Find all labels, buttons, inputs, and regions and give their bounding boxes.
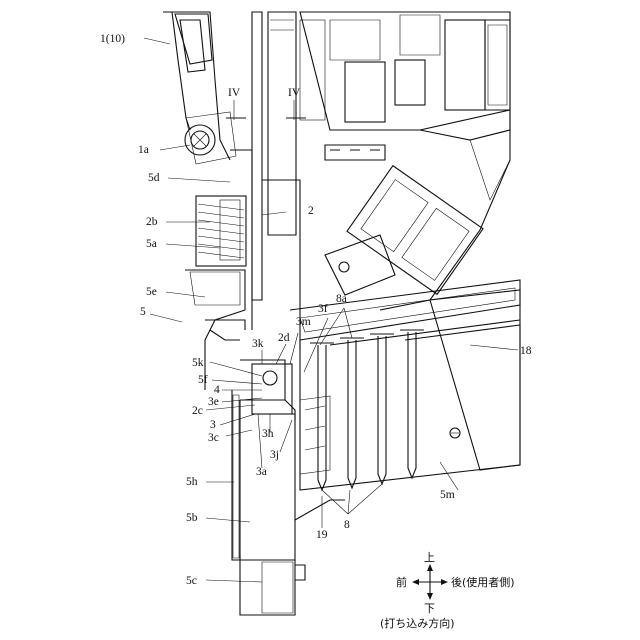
label-8: 8 (344, 519, 350, 531)
label-5f: 5f (198, 374, 208, 386)
label-3f: 3f (318, 303, 328, 315)
label-1-10: 1(10) (100, 33, 125, 45)
spring-2b (196, 196, 246, 266)
direction-legend: 上 前 後(使用者側) 下 (打ち込み方向) (380, 551, 515, 630)
label-5m: 5m (440, 489, 455, 501)
label-IV-left: IV (228, 87, 241, 99)
label-2c: 2c (192, 405, 203, 417)
label-3h: 3h (262, 428, 274, 440)
label-18: 18 (520, 345, 532, 357)
legend-back: 後(使用者側) (451, 575, 515, 589)
label-IV-right: IV (288, 87, 301, 99)
label-4: 4 (214, 384, 220, 396)
label-8a: 8a (336, 293, 347, 305)
housing-body (163, 12, 510, 310)
label-5d: 5d (148, 172, 160, 184)
label-2d: 2d (278, 332, 290, 344)
label-3k: 3k (252, 338, 264, 350)
label-5h: 5h (186, 476, 198, 488)
label-3a: 3a (256, 466, 267, 478)
label-3c: 3c (208, 432, 219, 444)
legend-up: 上 (424, 551, 435, 564)
legend-front: 前 (396, 575, 407, 589)
label-2: 2 (308, 205, 314, 217)
lower-nose-5c (240, 555, 305, 615)
label-3e: 3e (208, 396, 219, 408)
label-2b: 2b (146, 216, 158, 228)
legend-down: 下 (424, 602, 435, 615)
label-1a: 1a (138, 144, 149, 156)
label-5: 5 (140, 306, 146, 318)
reference-labels: 1(10) 1a 5d 2b 5a 5e 5 5k 5f 4 3e 2c 3 3… (100, 33, 532, 587)
label-5k: 5k (192, 357, 204, 369)
label-5a: 5a (146, 238, 157, 250)
driver-blade-2 (230, 12, 300, 350)
nose-part-5 (185, 270, 245, 390)
label-5b: 5b (186, 512, 198, 524)
label-3j: 3j (270, 449, 279, 461)
label-3m: 3m (296, 316, 311, 328)
label-5c: 5c (186, 575, 197, 587)
label-19: 19 (316, 529, 328, 541)
legend-drive-direction: (打ち込み方向) (380, 616, 455, 630)
label-3: 3 (210, 419, 216, 431)
label-5e: 5e (146, 286, 157, 298)
